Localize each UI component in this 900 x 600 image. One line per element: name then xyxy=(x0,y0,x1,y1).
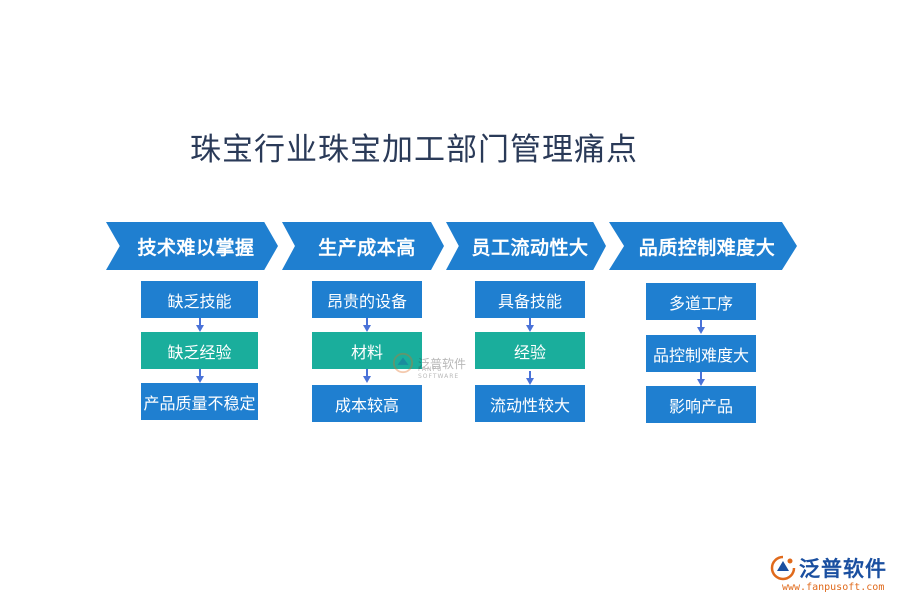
down-arrow-icon xyxy=(363,369,371,383)
category-chevron-cost: 生产成本高 xyxy=(282,222,444,270)
fanpu-logo-icon xyxy=(770,555,796,581)
category-chevron-skill: 技术难以掌握 xyxy=(106,222,278,270)
category-chevron-quality: 品质控制难度大 xyxy=(609,222,797,270)
pain-point-box: 经验 xyxy=(475,332,585,369)
down-arrow-icon xyxy=(697,320,705,334)
category-chevron-turnover: 员工流动性大 xyxy=(446,222,606,270)
down-arrow-icon xyxy=(697,372,705,386)
down-arrow-icon xyxy=(196,318,204,332)
watermark-subtext: FANPU SOFTWARE xyxy=(418,366,460,380)
pain-point-box: 缺乏经验 xyxy=(141,332,258,369)
down-arrow-icon xyxy=(363,318,371,332)
fanpu-logo-icon xyxy=(392,352,414,374)
brand-logo: 泛普软件 xyxy=(770,553,887,583)
pain-point-box: 品控制难度大 xyxy=(646,335,756,372)
down-arrow-icon xyxy=(526,318,534,332)
pain-point-box: 昂贵的设备 xyxy=(312,281,422,318)
brand-name: 泛普软件 xyxy=(799,557,887,581)
watermark-text: 泛普软件 xyxy=(418,356,467,371)
pain-point-box: 流动性较大 xyxy=(475,385,585,422)
down-arrow-icon xyxy=(196,369,204,383)
watermark: 泛普软件 FANPU SOFTWARE xyxy=(392,352,467,380)
page-title: 珠宝行业珠宝加工部门管理痛点 xyxy=(190,132,638,168)
pain-point-box: 成本较高 xyxy=(312,385,422,422)
brand-url: www.fanpusoft.com xyxy=(782,582,885,593)
pain-point-box: 材料 xyxy=(312,332,422,369)
pain-point-box: 具备技能 xyxy=(475,281,585,318)
pain-point-box: 多道工序 xyxy=(646,283,756,320)
pain-point-box: 影响产品 xyxy=(646,386,756,423)
pain-point-box: 缺乏技能 xyxy=(141,281,258,318)
pain-point-box: 产品质量不稳定 xyxy=(141,383,258,420)
down-arrow-icon xyxy=(526,371,534,385)
